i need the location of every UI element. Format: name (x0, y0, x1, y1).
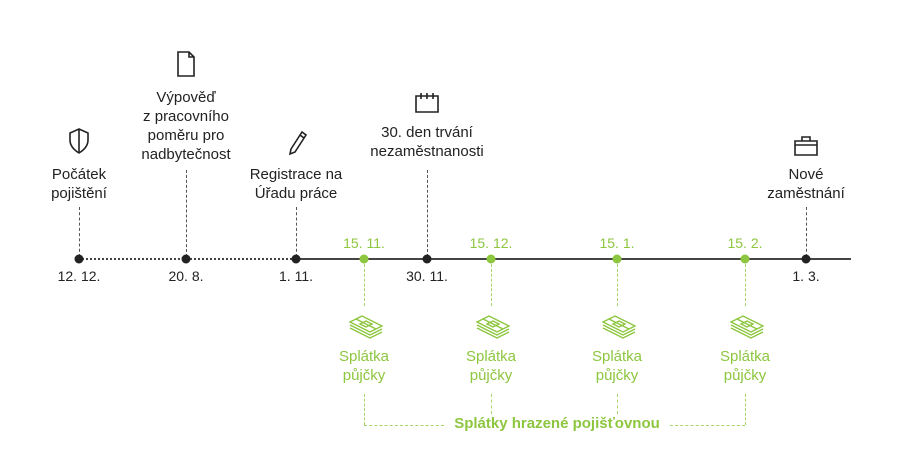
payment-connector (745, 264, 746, 306)
shield-icon (69, 128, 89, 154)
payment-date: 15. 12. (469, 235, 513, 251)
milestone-connector (806, 207, 807, 257)
milestone-connector (186, 170, 187, 257)
money-icon (475, 312, 511, 345)
payment-dot (740, 254, 750, 264)
milestone-connector (427, 170, 428, 257)
milestone-connector (296, 207, 297, 257)
milestone-dot (422, 254, 432, 264)
milestone-dot (291, 254, 301, 264)
document-icon (177, 51, 195, 77)
payment-connector (491, 264, 492, 306)
milestone-date: 1. 3. (792, 268, 820, 284)
briefcase-icon (794, 136, 818, 156)
bracket-connector (364, 394, 365, 425)
payment-dot (359, 254, 369, 264)
timeline-solid-segment (296, 258, 851, 260)
milestone-date: 1. 11. (279, 268, 313, 284)
payment-dot (486, 254, 496, 264)
milestone-date: 12. 12. (57, 268, 101, 284)
bracket-connector (491, 394, 492, 414)
bracket-connector (745, 394, 746, 425)
milestone-dot (74, 254, 84, 264)
bracket-connector (617, 394, 618, 414)
money-icon (601, 312, 637, 345)
milestone-dot (181, 254, 191, 264)
calendar-icon (415, 93, 439, 113)
money-icon (729, 312, 765, 345)
bracket-label: Splátky hrazené pojišťovnou (454, 415, 660, 432)
milestone-connector (79, 207, 80, 257)
bracket-line-right (670, 425, 745, 426)
milestone-date: 20. 8. (168, 268, 204, 284)
payment-date: 15. 11. (343, 235, 385, 251)
milestone-date: 30. 11. (406, 268, 448, 284)
payment-date: 15. 2. (727, 235, 763, 251)
bracket-line-left (364, 425, 444, 426)
money-icon (348, 312, 384, 345)
payment-date: 15. 1. (599, 235, 635, 251)
milestone-dot (801, 254, 811, 264)
payment-connector (364, 264, 365, 306)
pencil-icon (288, 130, 308, 156)
payment-connector (617, 264, 618, 306)
payment-dot (612, 254, 622, 264)
